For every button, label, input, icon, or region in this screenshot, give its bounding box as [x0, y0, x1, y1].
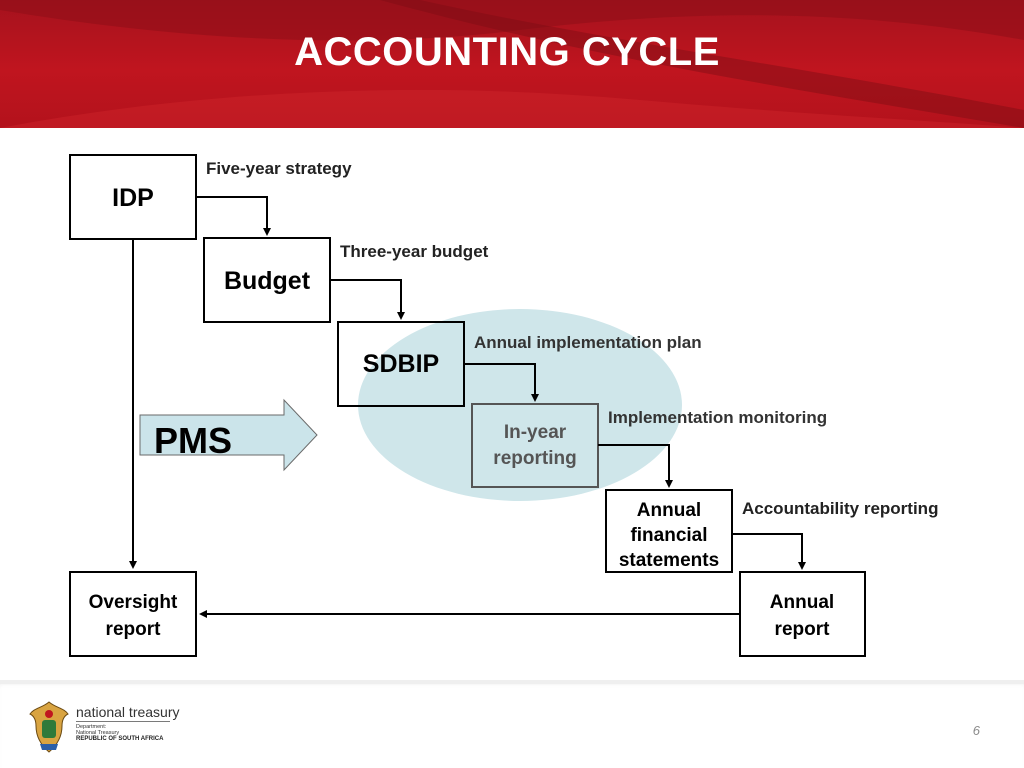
department-line-1: Department:	[76, 724, 107, 730]
arrow-sdbip-inyear	[464, 363, 539, 402]
slide-footer: national treasury Department: National T…	[0, 680, 1024, 768]
department-block: national treasury Department: National T…	[76, 704, 180, 742]
budget-label: Budget	[224, 267, 311, 295]
budget-box	[203, 237, 331, 323]
header-wave-decoration	[0, 0, 1024, 128]
oversight-label-1: Oversight	[89, 592, 178, 613]
department-name: national treasury	[76, 704, 180, 720]
arrow-afs-annual	[732, 533, 806, 570]
annual-report-box	[739, 571, 866, 657]
idp-box	[69, 154, 197, 240]
arrow-budget-sdbip	[330, 279, 405, 320]
three-year-label: Three-year budget	[340, 242, 489, 261]
slide-header: ACCOUNTING CYCLE	[0, 0, 1024, 128]
in-year-label-2: reporting	[493, 448, 576, 469]
pms-arrow	[139, 398, 318, 472]
afs-label-1: Annual	[637, 500, 701, 521]
arrow-idp-budget	[196, 196, 271, 236]
arrow-inyear-afs	[598, 444, 673, 488]
department-rule	[76, 721, 170, 722]
footer-separator	[0, 680, 1024, 684]
annual-report-label-2: report	[775, 619, 831, 640]
sdbip-label: SDBIP	[363, 350, 439, 378]
afs-label-2: financial	[630, 525, 707, 546]
slide-title: ACCOUNTING CYCLE	[294, 30, 720, 74]
afs-box	[605, 489, 733, 573]
department-line-2: National Treasury	[76, 730, 120, 736]
pms-label: PMS	[154, 420, 232, 461]
annual-plan-label: Annual implementation plan	[474, 333, 702, 352]
page-number: 6	[972, 723, 980, 738]
five-year-label: Five-year strategy	[206, 159, 352, 178]
afs-label-3: statements	[619, 550, 719, 571]
department-line-3: REPUBLIC OF SOUTH AFRICA	[76, 736, 164, 742]
coat-of-arms-icon	[29, 701, 69, 753]
oversight-box	[69, 571, 197, 657]
oversight-label-2: report	[106, 619, 162, 640]
accounting-cycle-diagram: PMS IDP Budget SDBIP In-year reporting A…	[69, 154, 938, 657]
annual-report-label-1: Annual	[770, 592, 834, 613]
accountability-label: Accountability reporting	[742, 499, 938, 518]
idp-label: IDP	[112, 184, 154, 212]
in-year-label-1: In-year	[504, 422, 567, 443]
monitoring-label: Implementation monitoring	[608, 408, 827, 427]
